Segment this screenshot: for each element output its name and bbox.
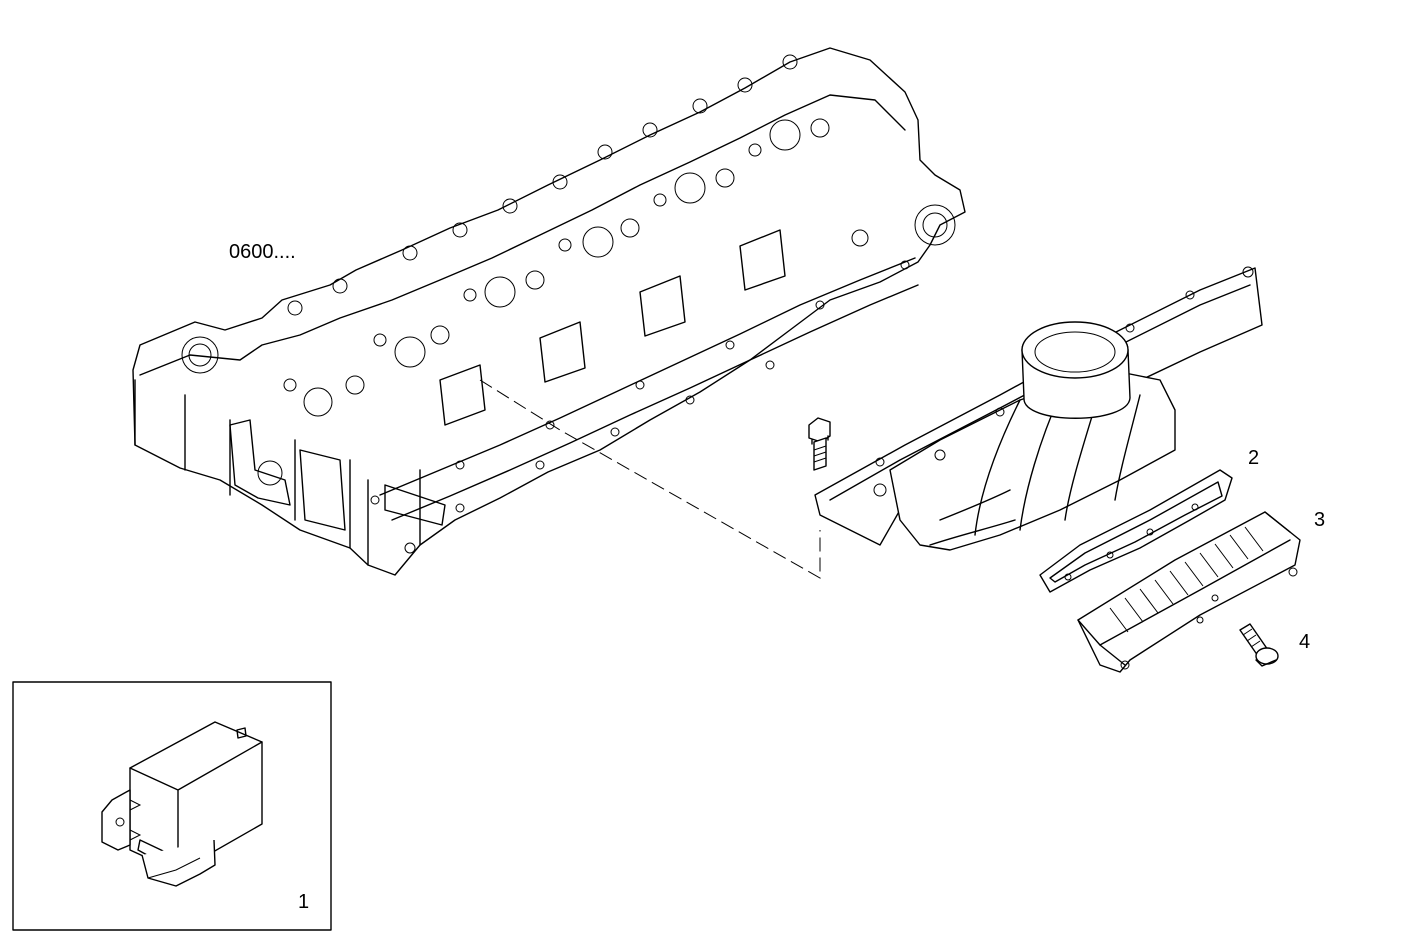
cylinder-head-drawing — [132, 47, 966, 576]
callout-4: 4 — [1299, 631, 1310, 653]
screw-drawing — [1239, 623, 1279, 667]
heater-element-drawing — [1077, 511, 1301, 673]
manifold-bolt-drawing — [808, 417, 831, 471]
gasket-drawing — [1039, 469, 1233, 593]
assembly-reference-label: 0600.... — [229, 241, 296, 263]
control-unit-drawing — [101, 721, 263, 887]
callout-1: 1 — [298, 891, 309, 913]
inset-frame — [12, 681, 332, 931]
callout-3: 3 — [1314, 509, 1325, 531]
callout-2: 2 — [1248, 447, 1259, 469]
locating-dashed-line — [479, 379, 821, 579]
intake-manifold-drawing — [814, 266, 1263, 551]
